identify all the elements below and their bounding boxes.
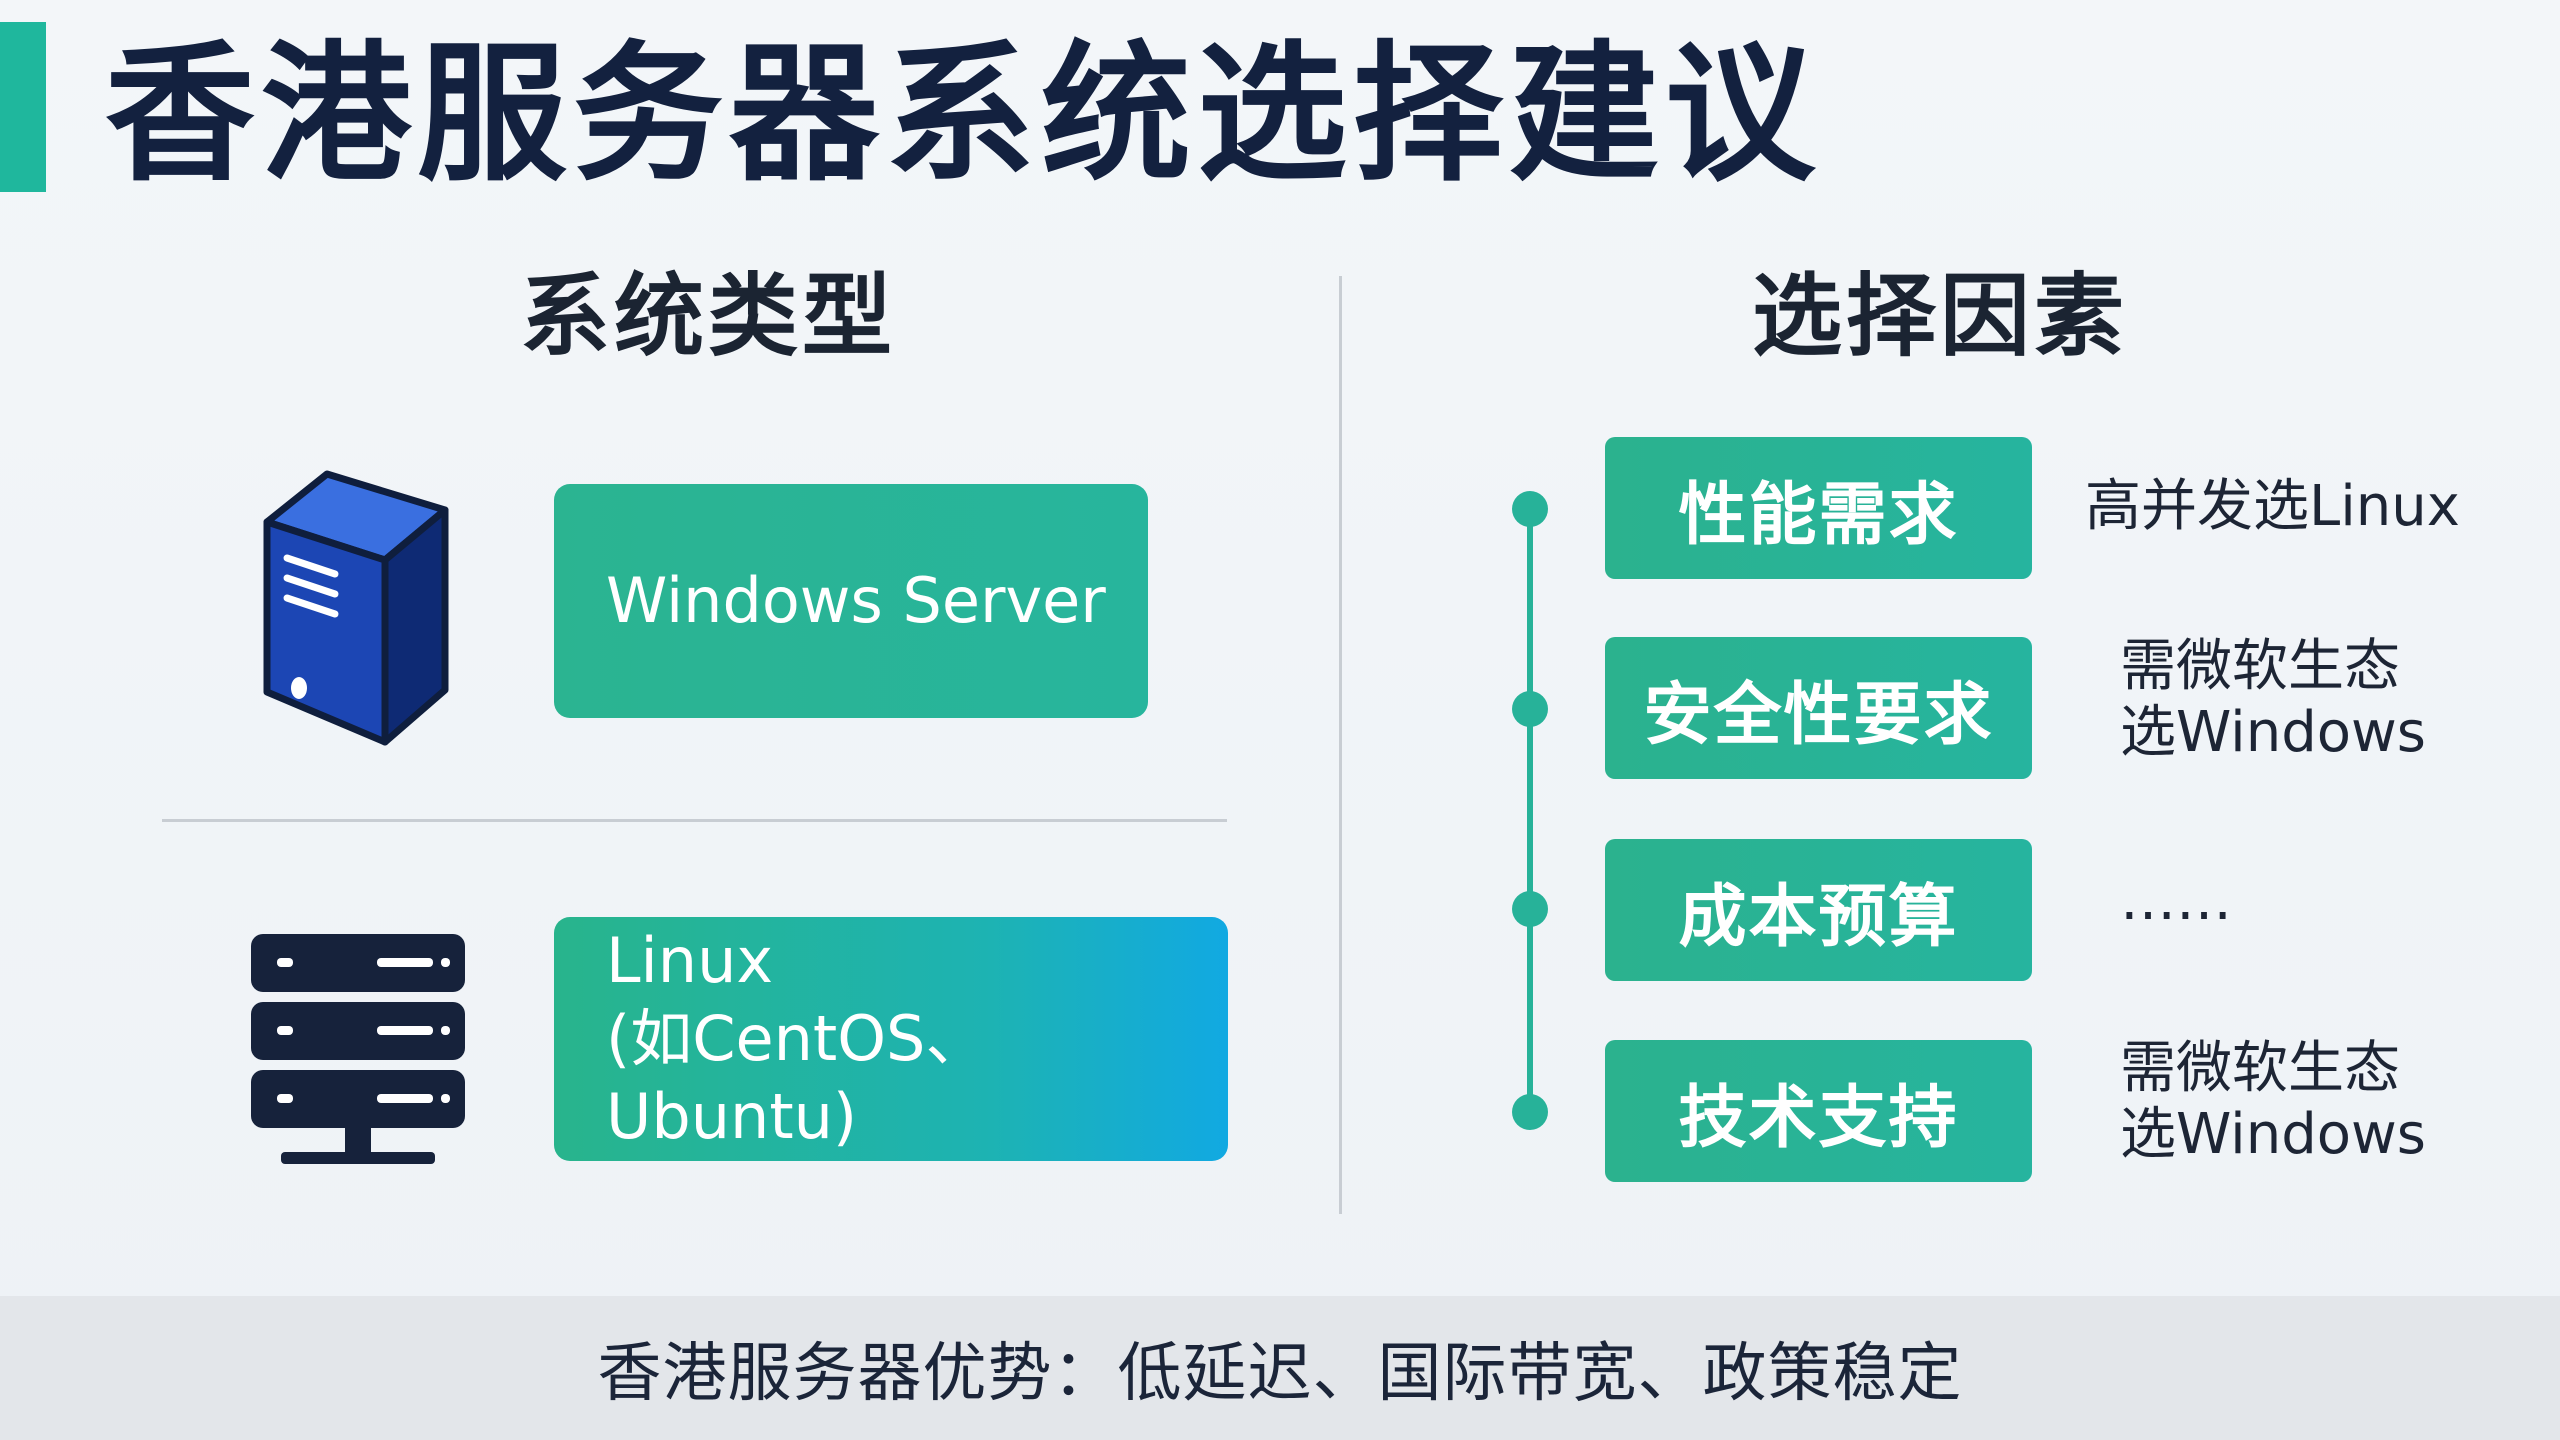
footer-bar: 香港服务器优势：低延迟、国际带宽、政策稳定 [0, 1296, 2560, 1440]
windows-server-label: Windows Server [606, 564, 1106, 637]
factor-performance: 性能需求 [1605, 437, 2032, 579]
linux-distro-label: (如CentOS、Ubuntu) [606, 1002, 988, 1153]
linux-card: Linux (如CentOS、Ubuntu) [554, 917, 1228, 1161]
factor-note-security-line2: 选Windows [2120, 700, 2426, 765]
factor-note-performance-line: 高并发选Linux [2085, 474, 2460, 539]
timeline-dot-performance [1512, 491, 1548, 527]
factor-note-support: 需微软生态 选Windows [2120, 1036, 2426, 1168]
footer-advantages: 香港服务器优势：低延迟、国际带宽、政策稳定 [597, 1337, 1963, 1411]
timeline-dot-support [1512, 1094, 1548, 1130]
factor-note-support-line1: 需微软生态 [2120, 1036, 2400, 1101]
factor-support: 技术支持 [1605, 1040, 2032, 1182]
factors-timeline [1527, 505, 1533, 1115]
selection-factors-heading: 选择因素 [1752, 264, 2128, 369]
factor-note-support-line2: 选Windows [2120, 1102, 2426, 1167]
title-accent-bar [0, 22, 46, 192]
timeline-dot-cost [1512, 891, 1548, 927]
factor-note-cost: …… [2120, 868, 2232, 934]
types-divider [162, 819, 1227, 822]
factor-cost: 成本预算 [1605, 839, 2032, 981]
factor-note-cost-line: …… [2120, 868, 2232, 933]
factor-note-performance: 高并发选Linux [2085, 474, 2460, 540]
windows-server-card: Windows Server [554, 484, 1148, 718]
factor-note-security: 需微软生态 选Windows [2120, 634, 2426, 766]
factor-note-security-line1: 需微软生态 [2120, 634, 2400, 699]
page-title: 香港服务器系统选择建议 [105, 28, 1822, 202]
timeline-dot-security [1512, 691, 1548, 727]
system-types-heading: 系统类型 [520, 264, 896, 369]
factor-security: 安全性要求 [1605, 637, 2032, 779]
linux-label: Linux [606, 924, 774, 997]
column-divider [1339, 276, 1342, 1214]
server-tower-icon [263, 470, 449, 746]
server-rack-icon [251, 934, 465, 1164]
